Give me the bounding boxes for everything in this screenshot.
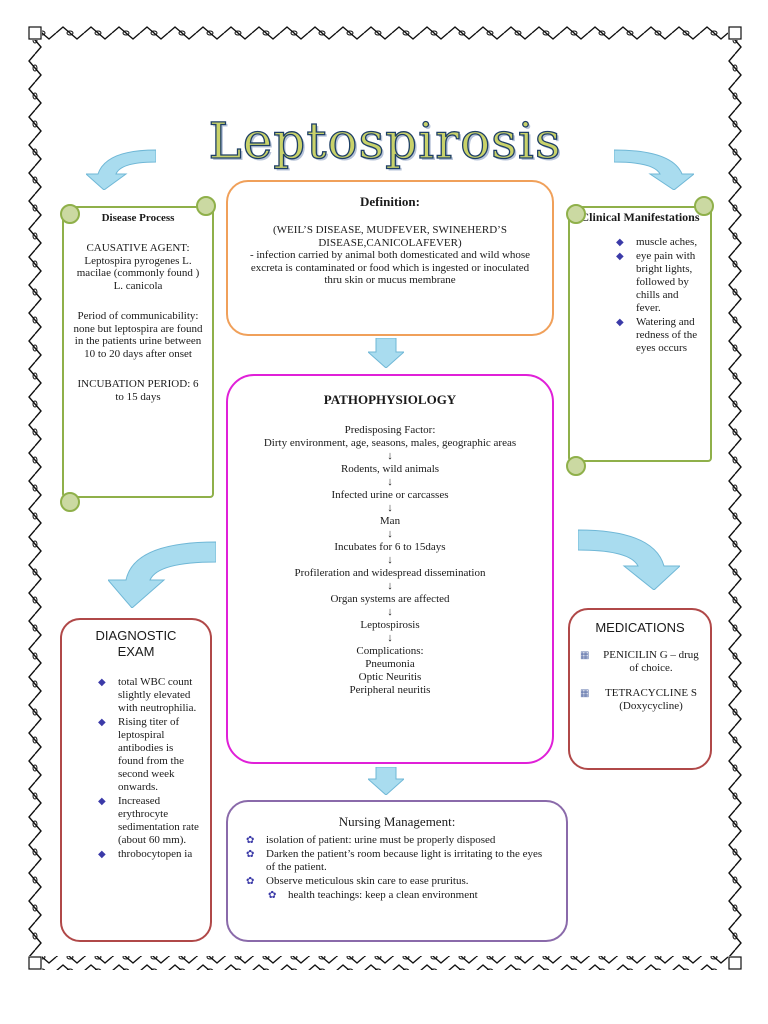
definition-heading: Definition: [360,194,420,209]
list-item: ◆eye pain with bright lights, followed b… [616,250,696,314]
disease-process-panel: Disease Process CAUSATIVE AGENT: Leptosp… [60,196,216,512]
scroll-curl [60,492,80,512]
flow-arrow: ↓ [387,528,393,540]
pathophysiology-panel: PATHOPHYSIOLOGY Predisposing Factor: Dir… [226,374,554,764]
list-item: ◆Rising titer of leptospiral antibodies … [98,716,184,793]
diamond-bullet-icon: ◆ [98,849,106,860]
complications-label: Complications: [356,645,424,657]
down-arrow-icon [368,338,404,368]
flow-arrow: ↓ [387,580,393,592]
predisposing-label: Predisposing Factor: [344,424,436,436]
diamond-bullet-icon: ◆ [98,677,106,688]
decorative-border [28,26,742,970]
diamond-bullet-icon: ◆ [98,717,106,728]
scroll-curl [60,204,80,224]
list-item: ◆muscle aches, [616,236,698,248]
curved-arrow-icon [614,149,694,190]
period-of-communicability: Period of communicability: none but lept… [73,310,203,360]
definition-panel: Definition: (WEIL’S DISEASE, MUDFEVER, S… [226,180,554,336]
medications-panel: MEDICATIONS ▦PENICILIN G – drug of choic… [568,608,712,770]
flow-step: Rodents, wild animals [340,463,440,475]
complication-item: Optic Neuritis [358,671,422,683]
list-item: ✿health teachings: keep a clean environm… [268,889,478,901]
scroll-curl [694,196,714,216]
flow-step: Leptospirosis [360,619,420,631]
pill-bullet-icon: ▦ [580,650,590,661]
list-item: ✿Darken the patient’s room because light… [246,848,543,873]
curved-arrow-icon [108,541,216,608]
list-item: ✿isolation of patient: urine must be pro… [246,834,496,846]
list-item: ◆throbocytopen ia [98,848,193,860]
scroll-curl [196,196,216,216]
list-item: ✿Observe meticulous skin care to ease pr… [246,875,469,887]
scroll-curl [566,456,586,476]
disease-process-heading: Disease Process [101,212,175,224]
diamond-bullet-icon: ◆ [616,237,624,248]
diamond-bullet-icon: ◆ [98,796,106,807]
list-item: ◆Increased erythrocyte sedimentation rat… [98,795,199,846]
list-item: ▦PENICILIN G – drug of choice. [580,649,699,674]
diamond-bullet-icon: ◆ [616,317,624,328]
clinical-heading: Clinical Manifestations [580,210,700,224]
flow-step: Incubates for 6 to 15days [334,541,446,553]
flow-arrow: ↓ [387,554,393,566]
medications-heading: MEDICATIONS [595,620,685,635]
flow-step: Man [379,515,401,527]
pill-bullet-icon: ▦ [580,688,590,699]
definition-text: - infection carried by animal both domes… [249,249,531,286]
flow-arrow: ↓ [387,450,393,462]
causative-agent: CAUSATIVE AGENT: Leptospira pyrogenes L.… [76,242,200,292]
flow-arrow: ↓ [387,606,393,618]
diagnostic-heading: DIAGNOSTIC EXAM [95,628,177,659]
complication-item: Pneumonia [365,658,415,670]
flower-bullet-icon: ✿ [246,849,255,860]
incubation-period: INCUBATION PERIOD: 6 to 15 days [77,378,199,403]
scroll-curl [566,204,586,224]
flow-arrow: ↓ [387,476,393,488]
diagnostic-exam-panel: DIAGNOSTIC EXAM ◆total WBC count slightl… [60,618,212,942]
page-title: Leptospirosis [208,111,562,170]
complication-item: Peripheral neuritis [349,684,431,696]
flow-arrow: ↓ [387,632,393,644]
pathophysiology-heading: PATHOPHYSIOLOGY [323,392,457,407]
nursing-management-panel: Nursing Management: ✿isolation of patien… [226,800,568,942]
flow-step: Profileration and widespread disseminati… [294,567,486,579]
flow-step: Infected urine or carcasses [331,489,449,501]
curved-arrow-icon [86,149,156,190]
flow-step: Organ systems are affected [330,593,450,605]
flower-bullet-icon: ✿ [246,835,255,846]
list-item: ◆Watering and redness of the eyes occurs [616,316,698,354]
diamond-bullet-icon: ◆ [616,251,624,262]
list-item: ▦TETRACYCLINE S (Doxycycline) [580,687,697,712]
down-arrow-icon [368,767,404,795]
list-item: ◆total WBC count slightly elevated with … [98,676,197,714]
curved-arrow-icon [578,529,680,590]
predisposing-text: Dirty environment, age, seasons, males, … [263,437,517,449]
definition-aka: (WEIL’S DISEASE, MUDFEVER, SWINEHERD’S D… [273,224,507,249]
flower-bullet-icon: ✿ [246,876,255,887]
nursing-heading: Nursing Management: [338,814,456,829]
flower-bullet-icon: ✿ [268,890,277,901]
flow-arrow: ↓ [387,502,393,514]
clinical-manifestations-panel: Clinical Manifestations ◆muscle aches, ◆… [566,196,714,476]
